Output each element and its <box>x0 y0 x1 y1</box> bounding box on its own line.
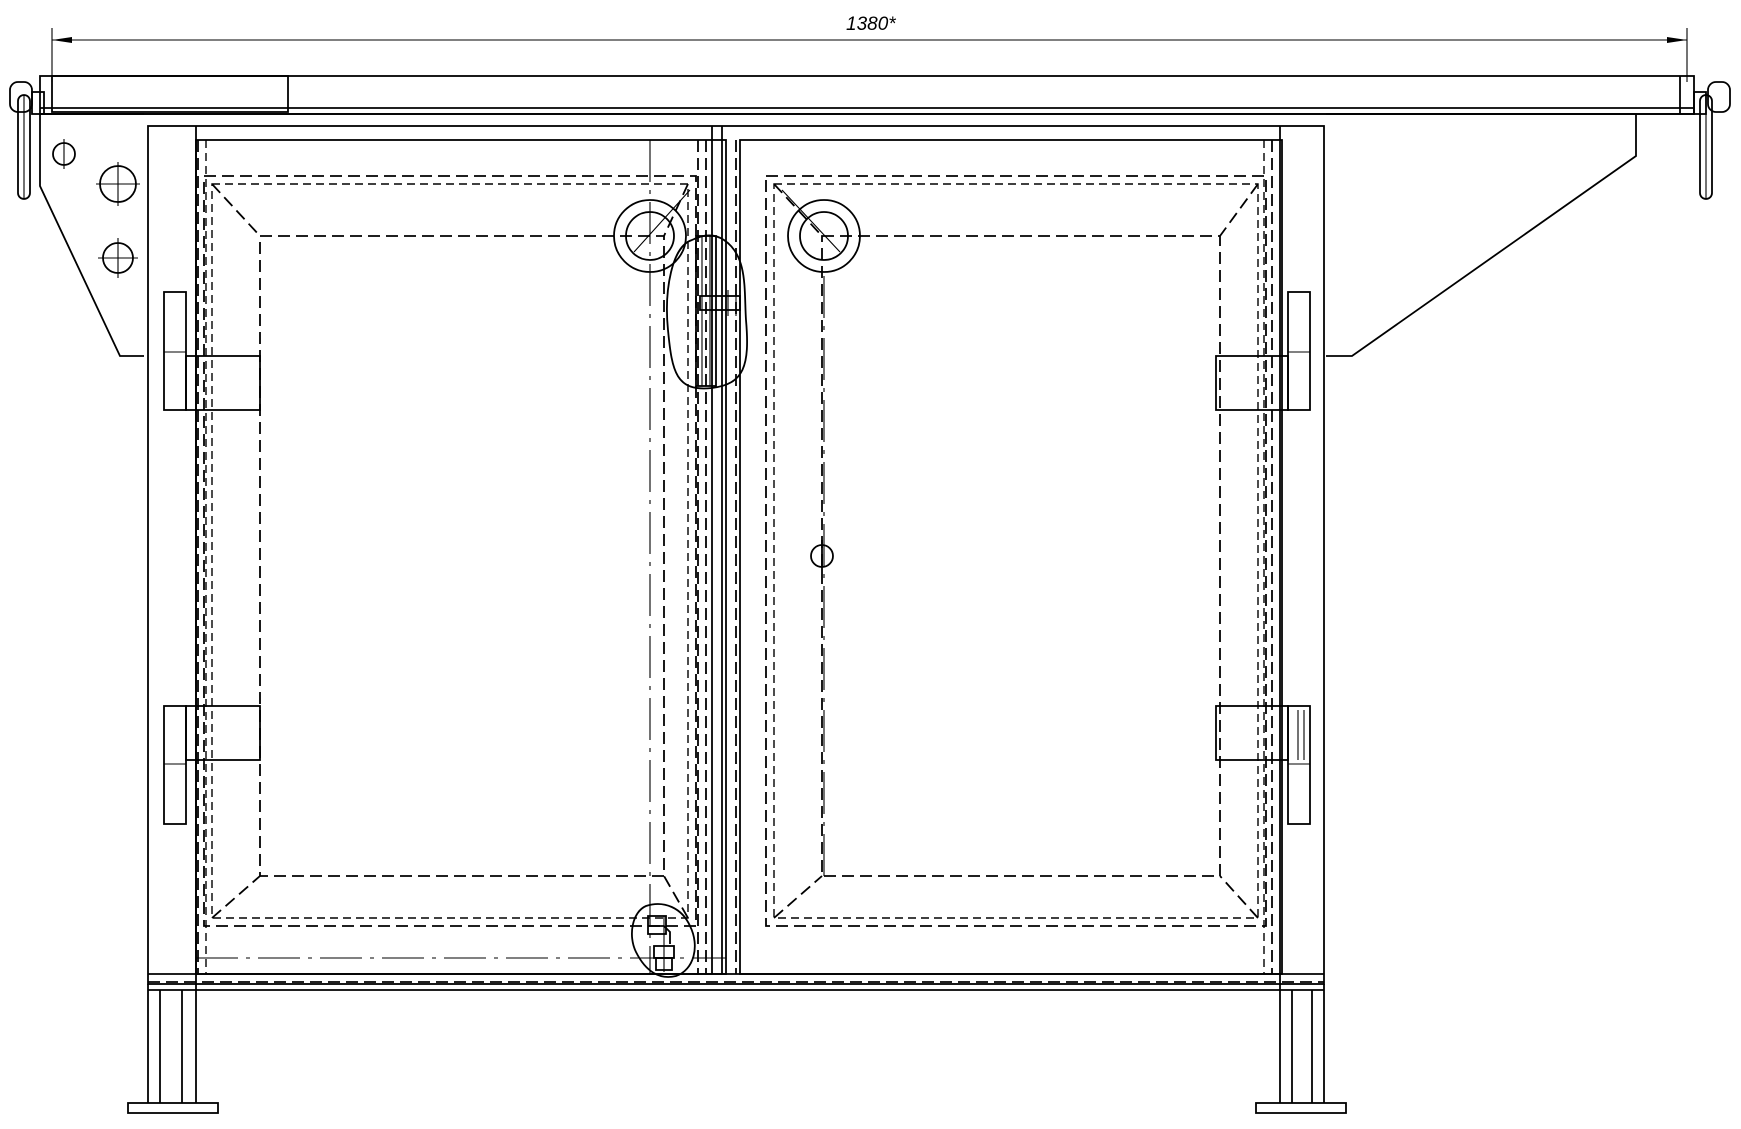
left-door <box>195 139 727 975</box>
left-latch-pin <box>9 81 45 200</box>
overall-dimension-label: 1380* <box>846 14 896 35</box>
overall-dimension: 1380* <box>51 14 1688 82</box>
left-vent-boss <box>613 189 691 273</box>
upper-lock-detail <box>666 234 748 390</box>
right-latch-pin <box>1693 81 1731 200</box>
right-mounting-bracket <box>1326 113 1637 357</box>
lower-lock-detail <box>631 903 696 978</box>
left-mounting-bracket <box>39 113 144 357</box>
hinge-left-upper <box>163 291 261 411</box>
right-door <box>739 139 1283 975</box>
hinge-right-upper <box>1215 291 1311 411</box>
center-mullion <box>697 126 737 974</box>
hinge-left-lower <box>163 705 261 825</box>
cabinet-frame <box>127 125 1347 1114</box>
top-rail <box>39 75 1695 115</box>
right-vent-boss <box>781 189 861 273</box>
hinge-right-lower <box>1215 705 1311 825</box>
